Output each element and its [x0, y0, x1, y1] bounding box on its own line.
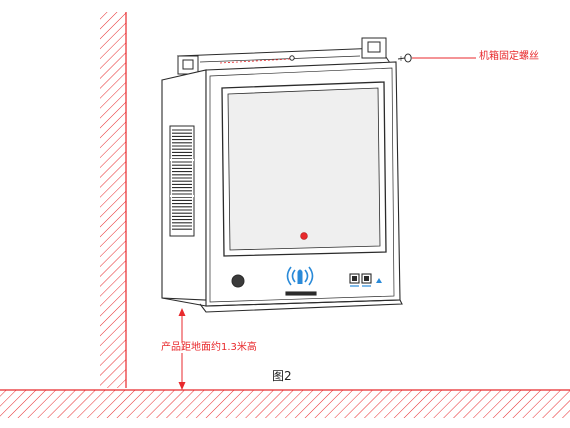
bracket-hole [289, 55, 295, 61]
side-vent [169, 125, 195, 237]
floor [0, 389, 570, 418]
figure-caption: 图2 [272, 369, 292, 383]
screw-icon [397, 53, 412, 63]
vent-slots [170, 129, 194, 230]
arrow-up-icon [178, 308, 186, 316]
screen [227, 87, 381, 251]
device [161, 61, 403, 313]
screw-label: 机箱固定螺丝 [479, 51, 539, 62]
nfc-hand-icon [286, 266, 314, 286]
height-label: 产品距地面约1.3米高 [160, 342, 258, 353]
screw-callout [397, 53, 476, 63]
card-slot [285, 291, 317, 296]
bracket-right-ear [361, 37, 387, 59]
warning-icon [376, 278, 382, 283]
arrow-down-icon [178, 382, 186, 390]
speaker-icon [231, 274, 245, 288]
wall [100, 12, 127, 388]
button-group [349, 273, 382, 287]
wall-hatching [100, 12, 126, 388]
floor-hatching [0, 390, 570, 418]
red-dot-icon [300, 232, 308, 240]
device-bottom-edge [161, 297, 401, 307]
bracket-left-ear [177, 55, 199, 75]
front-bezel [209, 67, 395, 303]
